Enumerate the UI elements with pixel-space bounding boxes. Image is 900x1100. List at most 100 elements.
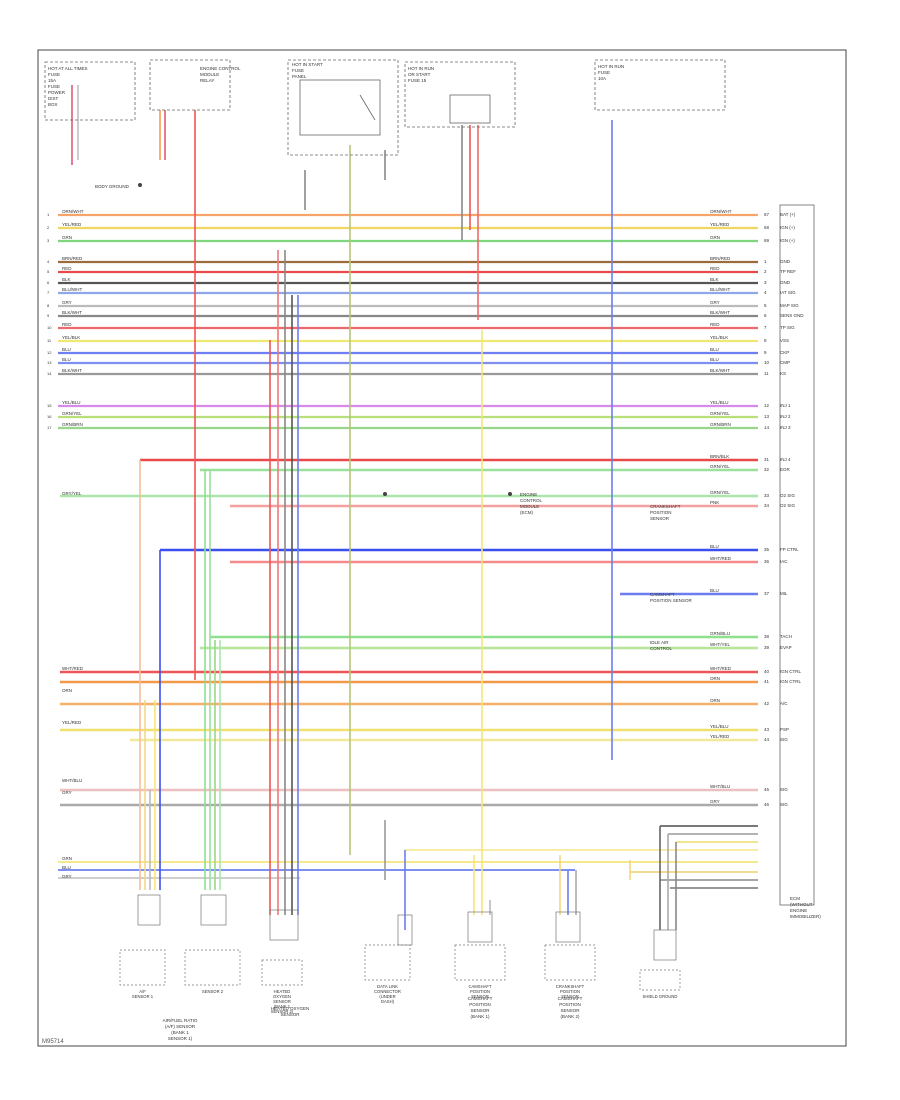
connector-block [200, 894, 227, 926]
pin-number: 5 [764, 303, 767, 308]
wire-label-left: YEL/BLK [62, 335, 80, 340]
component-caption: (BANK 1) [470, 1014, 490, 1019]
top-label: 10A [598, 76, 606, 81]
side-note: POSITION SENSOR [650, 598, 693, 603]
wire-label-right: RED [710, 322, 720, 327]
terminal-name: KS [780, 371, 786, 376]
splice-dot [138, 183, 142, 187]
fuse-box [594, 59, 726, 111]
wire-label-right: BRN/BLK [710, 454, 729, 459]
terminal-name: O2 SIG [780, 503, 796, 508]
row-index: 1 [47, 212, 50, 217]
wire-label-left: GRY/YEL [62, 491, 82, 496]
terminal-name: EVAP [780, 645, 792, 650]
terminal-name: IGN CTRL [780, 669, 801, 674]
connector-block [467, 911, 493, 943]
top-label: HOT AT ALL TIMES [48, 66, 88, 71]
pin-number: 44 [764, 737, 770, 742]
pin-number: 3 [764, 280, 767, 285]
top-label: POWER [48, 90, 66, 95]
row-index: 17 [47, 425, 52, 430]
wire-label-left: BLU [62, 865, 71, 870]
component-label: SENSOR 2) [271, 1009, 294, 1014]
pin-number: 11 [764, 371, 769, 376]
wire-label-left: BLK/WHT [62, 368, 82, 373]
wire-label-left: BRN/RED [62, 256, 83, 261]
row-index: 14 [47, 371, 52, 376]
relay-coil [449, 94, 491, 124]
top-label: RELAY [200, 78, 214, 83]
wire-label-right: ORN [710, 698, 720, 703]
pin-number: 2 [764, 269, 767, 274]
terminal-name: O2 SIG [780, 493, 796, 498]
wire-label-left: YEL/RED [62, 720, 82, 725]
component-label: CRANKSHAFT [556, 984, 585, 989]
wire-label-right: YEL/BLU [710, 400, 729, 405]
pin-number: 9 [764, 350, 767, 355]
splice-label: MODULE [520, 504, 539, 509]
wire-label-right: GRY [710, 300, 720, 305]
row-index: 2 [47, 225, 50, 230]
wire-label-left: BLK [62, 277, 71, 282]
component-caption: HEATED OXYGEN [271, 1006, 309, 1011]
wire-label-left: YEL/BLU [62, 400, 81, 405]
component-label: SENSOR 1 [132, 994, 154, 999]
component-label: DASH) [381, 999, 395, 1004]
side-note: POSITION [650, 510, 672, 515]
component-label: (BANK 1 [274, 1004, 291, 1009]
top-label: PANEL [292, 74, 307, 79]
pin-number: 37 [764, 591, 770, 596]
connector-block [555, 911, 581, 943]
wire-label-left: BLU/WHT [62, 287, 83, 292]
terminal-name: A/C [780, 701, 788, 706]
top-label: FUSE [598, 70, 610, 75]
row-index: 3 [47, 238, 50, 243]
ecm-label: ECM [790, 896, 800, 901]
pin-number: 7 [764, 325, 767, 330]
terminal-name: MIL [780, 591, 788, 596]
terminal-name: SIG [780, 787, 788, 792]
wire-label-right: GRN/YEL [710, 411, 730, 416]
top-label: HOT IN RUN [598, 64, 624, 69]
wire-label-left: BLU [62, 357, 71, 362]
component-label: A/F [139, 989, 146, 994]
wire-label-right: GRN [710, 235, 720, 240]
wire-label-right: BLK [710, 277, 719, 282]
terminal-name: IAT SIG [780, 290, 796, 295]
wire-label-left: GRY [62, 790, 72, 795]
pin-number: 39 [764, 645, 770, 650]
component-label: OXYGEN [273, 994, 291, 999]
wire-label-right: BLK/WHT [710, 368, 730, 373]
component-c2 [184, 949, 241, 986]
wire-label-left: GRN/YEL [62, 411, 82, 416]
pin-number: 31 [764, 457, 770, 462]
component-c1 [119, 949, 166, 986]
wire-label-right: BLK/WHT [710, 310, 730, 315]
pin-number: 38 [764, 634, 770, 639]
wire-label-left: ORN [62, 688, 72, 693]
wire-label-right: BLU [710, 347, 719, 352]
wire-label-right: GRN/BRN [710, 422, 731, 427]
pin-number: 8 [764, 338, 767, 343]
pin-number: 69 [764, 238, 770, 243]
terminal-name: INJ 2 [780, 414, 791, 419]
ecm-label: IMMOBILIZER) [790, 914, 821, 919]
top-label: FUSE [48, 84, 60, 89]
wire-label-left: GRN [62, 235, 72, 240]
terminal-name: TACH [780, 634, 792, 639]
wire-label-right: WHT/BLU [710, 784, 730, 789]
top-label: 15A [48, 78, 56, 83]
row-index: 8 [47, 303, 50, 308]
terminal-name: TP SIG [780, 325, 795, 330]
wire-label-right: BLU [710, 544, 719, 549]
pin-number: 33 [764, 493, 770, 498]
terminal-name: IGN CTRL [780, 679, 801, 684]
component-caption: POSITION [559, 1002, 581, 1007]
wire-label-left: GRY [62, 874, 72, 879]
wire-label-right: YEL/BLK [710, 335, 728, 340]
wire-label-right: YEL/BLU [710, 724, 729, 729]
pin-number: 32 [764, 467, 770, 472]
wire-label-right: GRN/YEL [710, 490, 730, 495]
